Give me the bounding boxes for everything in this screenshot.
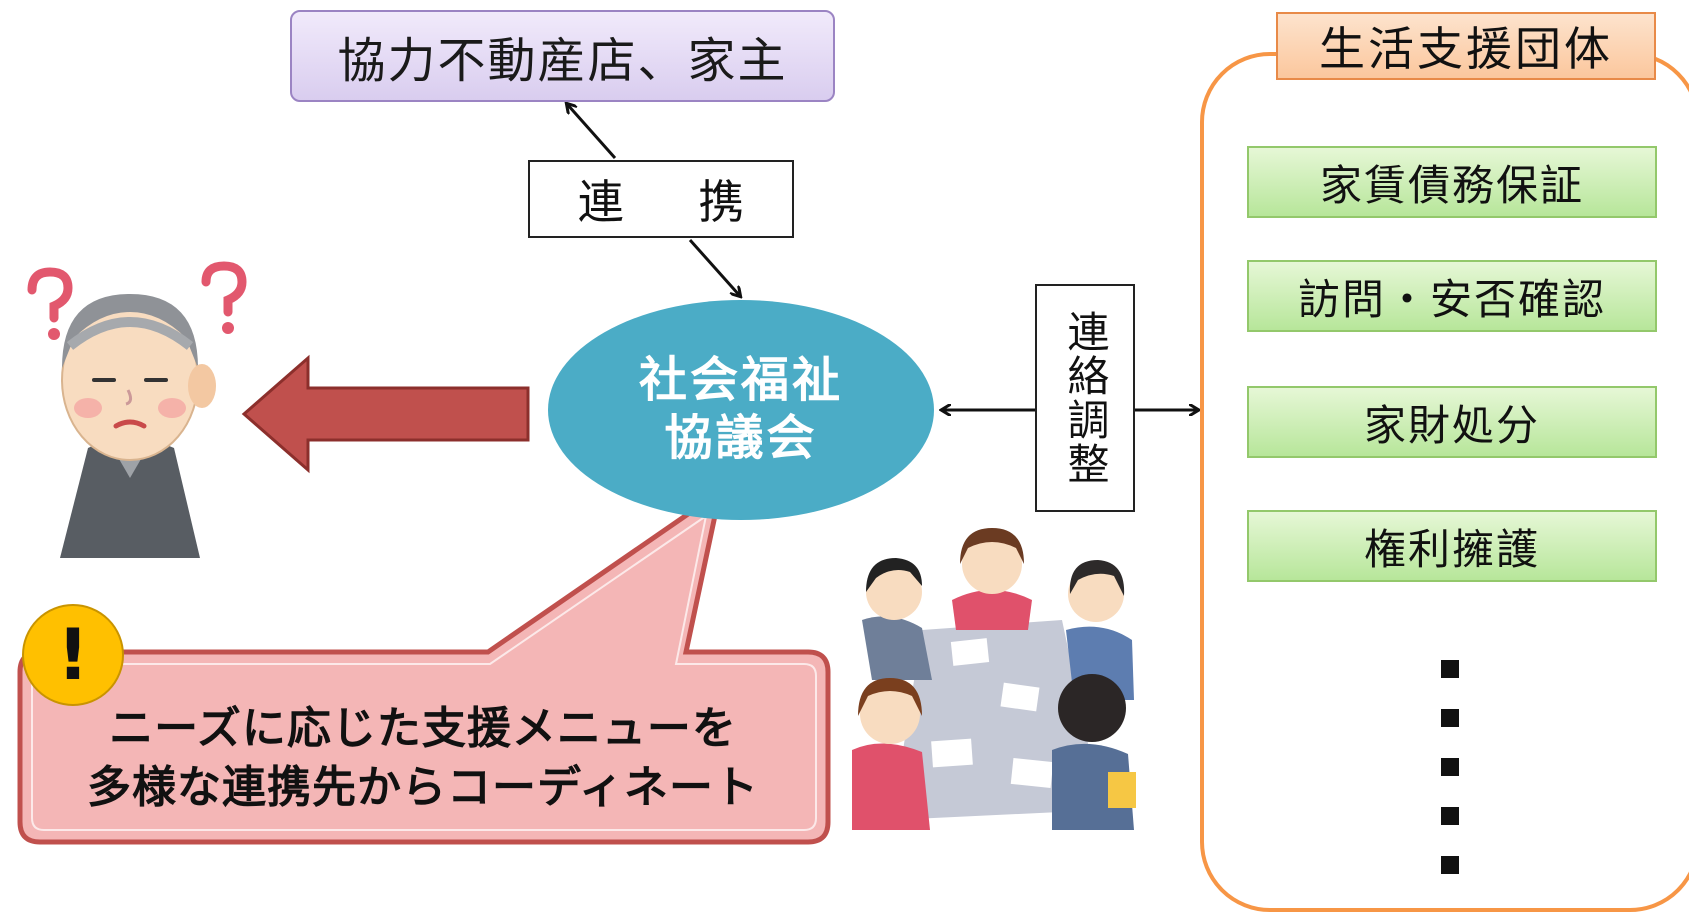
link-label: 連 携 [577,175,775,229]
service-advocacy: 権利擁護 [1247,510,1657,582]
service-belongings-disposal: 家財処分 [1247,386,1657,458]
question-mark-icon [27,267,73,340]
coordination-label: 連絡調整 [1061,310,1110,486]
partners-box: 協力不動産店、家主 [290,10,835,102]
dot [1441,807,1459,825]
service-rent-guarantee: 家賃債務保証 [1247,146,1657,218]
partners-label: 協力不動産店、家主 [337,33,788,89]
warning-icon: ! [22,604,124,706]
callout-line-2: 多様な連携先からコーディネート [87,762,759,813]
dot [1441,758,1459,776]
support-groups-title: 生活支援団体 [1276,12,1656,80]
service-label: 家財処分 [1363,400,1540,450]
support-groups-title-text: 生活支援団体 [1319,22,1613,76]
coordination-label-box: 連絡調整 [1035,284,1135,512]
question-mark-icon [201,261,247,334]
more-services-dots [1437,660,1463,905]
council-node: 社会福祉 協議会 [548,300,934,520]
meeting-people-icon [852,528,1136,830]
council-line-1: 社会福祉 [638,352,843,409]
callout-line-1: ニーズに応じた支援メニューを [109,702,737,754]
service-label: 権利擁護 [1363,524,1540,574]
council-line-2: 協議会 [664,410,818,466]
dot [1441,709,1459,727]
dot [1441,856,1459,874]
dot [1441,660,1459,678]
service-label: 訪問・安否確認 [1297,274,1606,324]
service-label: 家賃債務保証 [1319,160,1584,210]
callout-text: ニーズに応じた支援メニューを 多様な連携先からコーディネート [28,688,818,828]
service-visit-check: 訪問・安否確認 [1247,260,1657,332]
support-arrow [241,354,530,474]
warning-badge: ! [57,614,89,696]
elderly-person-icon [27,261,247,558]
arrow-to-council [688,239,740,296]
link-label-box: 連 携 [528,160,794,238]
arrow-to-partners [567,104,617,159]
